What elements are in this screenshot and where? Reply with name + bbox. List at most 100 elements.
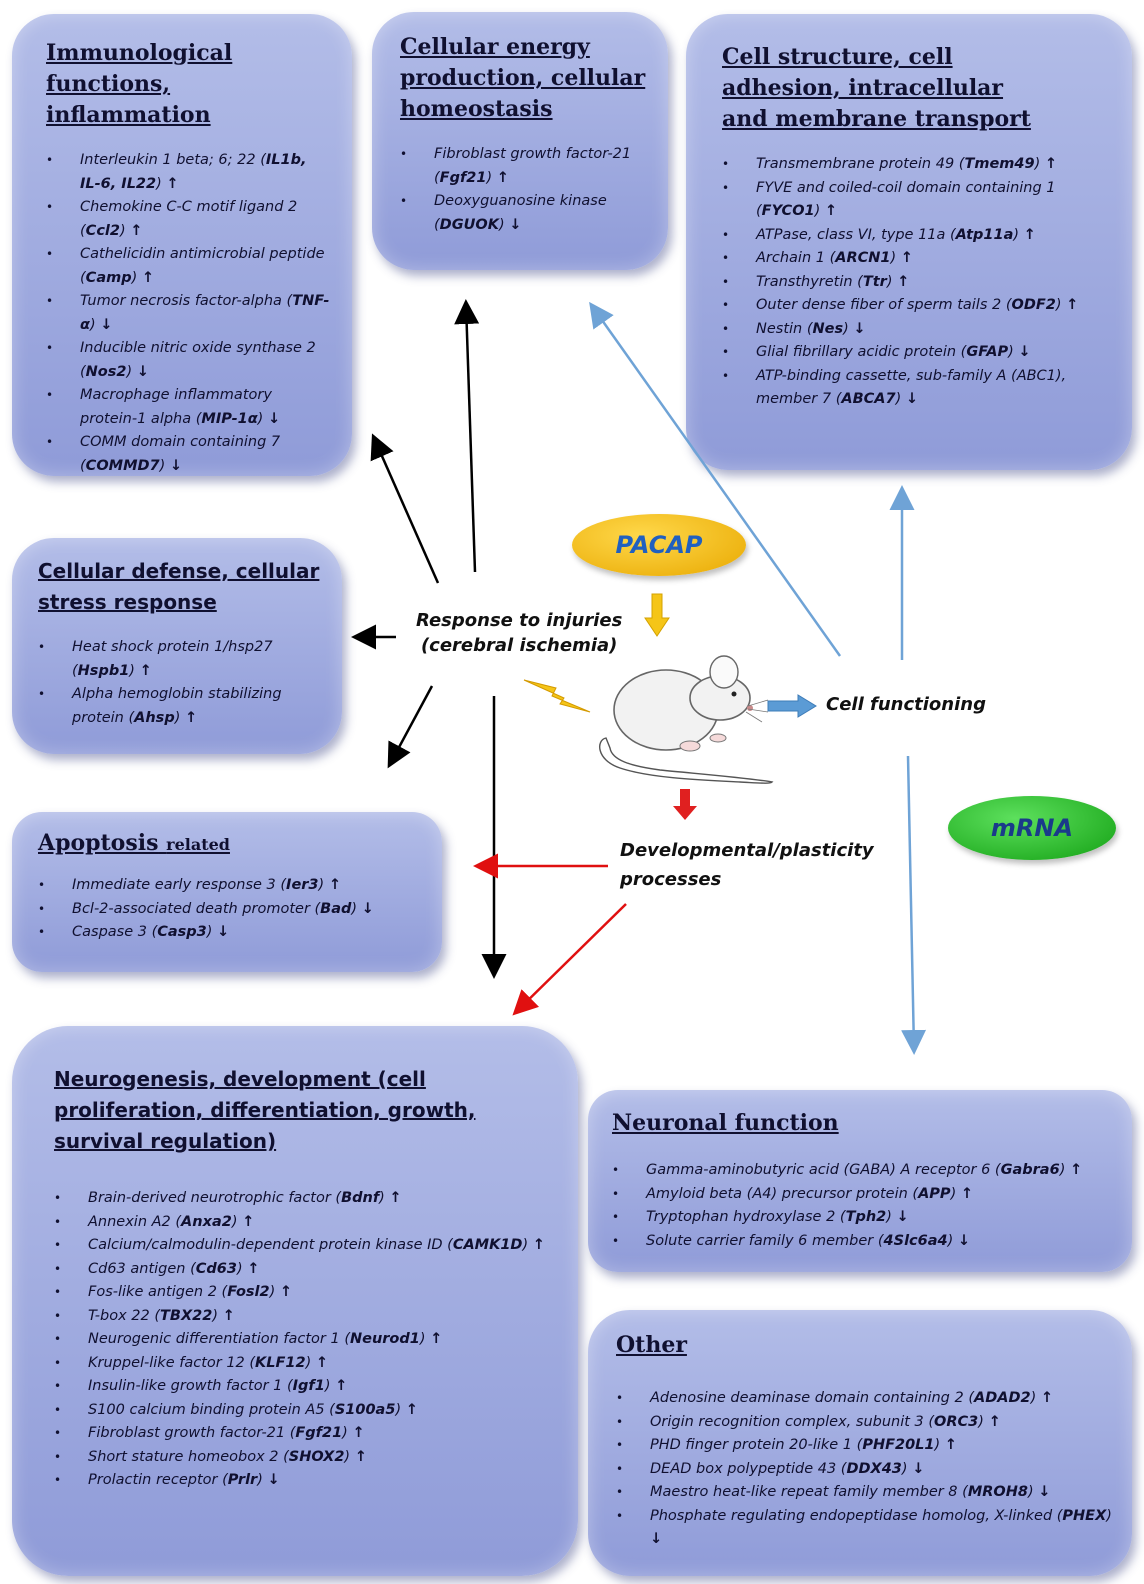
mrna-label: mRNA bbox=[990, 814, 1074, 842]
list-item: Immediate early response 3 (Ier3) ↑ bbox=[38, 874, 422, 898]
defense-box: Cellular defense, cellular stress respon… bbox=[12, 538, 342, 754]
list-item: Bcl-2-associated death promoter (Bad) ↓ bbox=[38, 898, 422, 922]
structure-box: Cell structure, cell adhesion, intracell… bbox=[686, 14, 1132, 470]
gene-symbol: Ccl2 bbox=[85, 222, 120, 239]
box-title: Neurogenesis, development (cell prolifer… bbox=[54, 1067, 476, 1153]
gene-description: Origin recognition complex, subunit 3 ( bbox=[650, 1413, 935, 1430]
energy-box: Cellular energy production, cellular hom… bbox=[372, 12, 668, 270]
arrow-up-icon: ↑ bbox=[354, 1448, 367, 1465]
arrow-up-icon: ↑ bbox=[335, 1378, 348, 1394]
gene-symbol: TBX22 bbox=[160, 1307, 213, 1324]
gene-close: ) bbox=[950, 1185, 961, 1202]
arrow-up-icon: ↑ bbox=[496, 169, 509, 186]
arrow-down-icon: ↓ bbox=[853, 320, 866, 337]
gene-symbol: Gabra6 bbox=[1000, 1162, 1060, 1178]
gene-symbol: Igf1 bbox=[292, 1378, 325, 1394]
list-item: FYVE and coiled-coil domain containing 1… bbox=[722, 177, 1112, 224]
gene-close: ) bbox=[886, 273, 898, 290]
gene-symbol: DGUOK bbox=[439, 216, 499, 233]
list-item: Insulin-like growth factor 1 (Igf1) ↑ bbox=[54, 1375, 558, 1399]
gene-description: Calcium/calmodulin-dependent protein kin… bbox=[88, 1237, 453, 1253]
gene-close: ) bbox=[231, 1213, 243, 1230]
arrow-up-icon: ↑ bbox=[900, 250, 913, 266]
arrow-up-icon: ↑ bbox=[130, 222, 143, 239]
list-item: DEAD box polypeptide 43 (DDX43) ↓ bbox=[616, 1458, 1114, 1482]
list-item: T-box 22 (TBX22) ↑ bbox=[54, 1305, 558, 1329]
arrow-to-energy-blue bbox=[589, 301, 842, 657]
neuronal-box: Neuronal function Gamma-aminobutyric aci… bbox=[588, 1090, 1132, 1272]
gene-symbol: ARCN1 bbox=[835, 250, 891, 266]
gene-description: Amyloid beta (A4) precursor protein ( bbox=[646, 1185, 919, 1202]
gene-description: Interleukin 1 beta; 6; 22 ( bbox=[80, 152, 266, 168]
list-item: Short stature homeobox 2 (SHOX2) ↑ bbox=[54, 1446, 558, 1470]
list-item: Transmembrane protein 49 (Tmem49) ↑ bbox=[722, 153, 1112, 177]
list-item: Prolactin receptor (Prlr) ↓ bbox=[54, 1469, 558, 1493]
arrow-up-icon: ↑ bbox=[430, 1331, 443, 1347]
gene-description: Tryptophan hydroxylase 2 ( bbox=[646, 1209, 846, 1225]
arrow-down-icon: ↓ bbox=[136, 363, 149, 380]
gene-description: Nestin ( bbox=[756, 320, 813, 337]
list-item: Solute carrier family 6 member (4Slc6a4)… bbox=[612, 1230, 1112, 1254]
gene-description: Cathelicidin antimicrobial peptide ( bbox=[80, 246, 325, 286]
gene-close: ) bbox=[131, 269, 142, 286]
arrow-up-icon: ↑ bbox=[184, 709, 198, 726]
gene-list: Brain-derived neurotrophic factor (Bdnf)… bbox=[54, 1187, 558, 1493]
list-item: Cd63 antigen (Cd63) ↑ bbox=[54, 1258, 558, 1282]
arrow-to-apoptosis-black bbox=[387, 685, 434, 769]
list-item: COMM domain containing 7 (COMMD7) ↓ bbox=[46, 431, 332, 478]
gene-list: Transmembrane protein 49 (Tmem49) ↑FYVE … bbox=[722, 153, 1112, 412]
arrow-up-icon: ↑ bbox=[532, 1237, 545, 1253]
gene-description: Macrophage inflammatory protein-1 alpha … bbox=[80, 387, 272, 427]
gene-symbol: ORC3 bbox=[934, 1413, 979, 1430]
gene-description: Heat shock protein 1/hsp27 ( bbox=[72, 639, 273, 679]
gene-close: ) bbox=[126, 363, 137, 380]
arrow-up-icon: ↑ bbox=[166, 175, 179, 192]
gene-close: ) bbox=[843, 320, 854, 337]
gene-description: Glial fibrillary acidic protein ( bbox=[756, 344, 967, 360]
list-item: Outer dense fiber of sperm tails 2 (ODF2… bbox=[722, 294, 1112, 318]
gene-close: ) bbox=[324, 1378, 336, 1394]
immuno-box: Immunological functions, inflammation In… bbox=[12, 14, 352, 476]
gene-close: ) bbox=[814, 203, 825, 219]
arrow-up-icon: ↑ bbox=[1066, 297, 1079, 313]
gene-symbol: ABCA7 bbox=[841, 391, 896, 407]
gene-symbol: Ahsp bbox=[134, 709, 175, 726]
gene-close: ) bbox=[1059, 1162, 1070, 1178]
arrow-down-icon: ↓ bbox=[957, 1232, 971, 1249]
gene-list: Adenosine deaminase domain containing 2 … bbox=[616, 1387, 1114, 1552]
gene-symbol: Bad bbox=[320, 900, 352, 917]
list-item: Kruppel-like factor 12 (KLF12) ↑ bbox=[54, 1352, 558, 1376]
gene-description: Fibroblast growth factor-21 ( bbox=[88, 1425, 296, 1441]
gene-description: Kruppel-like factor 12 ( bbox=[88, 1354, 256, 1371]
list-item: Origin recognition complex, subunit 3 (O… bbox=[616, 1411, 1114, 1435]
pacap-oval: PACAP bbox=[572, 514, 746, 576]
gene-symbol: Tmem49 bbox=[964, 156, 1035, 172]
box-title: Cellular defense, cellular stress respon… bbox=[38, 559, 320, 614]
gene-description: Solute carrier family 6 member ( bbox=[646, 1232, 884, 1249]
arrow-up-icon: ↑ bbox=[141, 269, 155, 286]
arrow-down-icon: ↓ bbox=[100, 316, 113, 333]
gene-close: ) bbox=[1027, 1484, 1039, 1500]
arrow-up-icon: ↑ bbox=[352, 1425, 365, 1441]
developmental-line-1: Developmental/plasticity bbox=[620, 840, 874, 861]
gene-description: Insulin-like growth factor 1 ( bbox=[88, 1378, 293, 1394]
gene-symbol: SHOX2 bbox=[288, 1448, 345, 1465]
gene-close: ) bbox=[206, 924, 218, 940]
list-item: Heat shock protein 1/hsp27 (Hspb1) ↑ bbox=[38, 636, 322, 683]
gene-symbol: PHF20L1 bbox=[862, 1437, 935, 1453]
gene-description: Caspase 3 ( bbox=[72, 924, 158, 940]
block-arrow-pacap bbox=[644, 593, 670, 637]
arrow-up-icon: ↑ bbox=[279, 1284, 293, 1300]
gene-description: Cd63 antigen ( bbox=[88, 1260, 196, 1277]
gene-symbol: Nos2 bbox=[85, 363, 127, 380]
list-item: Tryptophan hydroxylase 2 (Tph2) ↓ bbox=[612, 1206, 1112, 1230]
list-item: Amyloid beta (A4) precursor protein (APP… bbox=[612, 1183, 1112, 1207]
gene-symbol: CAMK1D bbox=[452, 1237, 523, 1253]
gene-description: Adenosine deaminase domain containing 2 … bbox=[650, 1390, 974, 1406]
gene-symbol: Ier3 bbox=[286, 877, 319, 893]
list-item: Neurogenic differentiation factor 1 (Neu… bbox=[54, 1328, 558, 1352]
gene-close: ) bbox=[159, 457, 170, 474]
list-item: Brain-derived neurotrophic factor (Bdnf)… bbox=[54, 1187, 558, 1211]
arrow-down-icon: ↓ bbox=[267, 1472, 280, 1488]
gene-close: ) bbox=[89, 316, 101, 333]
